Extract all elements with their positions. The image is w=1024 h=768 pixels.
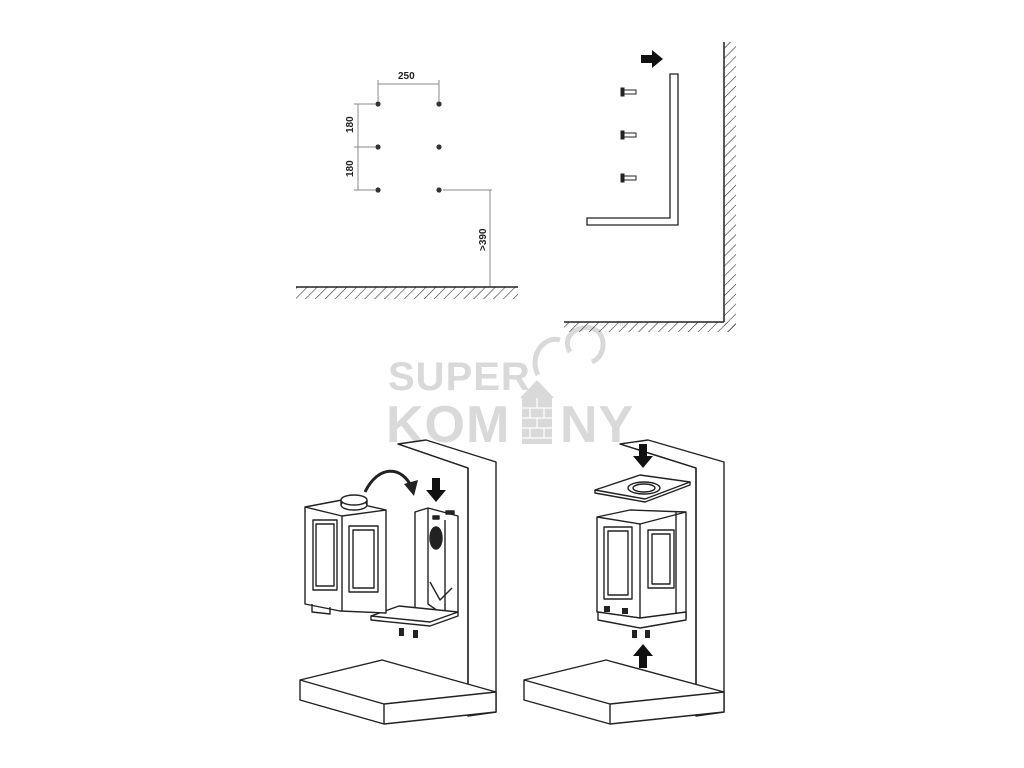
screw-icon bbox=[620, 87, 637, 97]
floor-hatch-right bbox=[564, 322, 736, 332]
screw-icon bbox=[620, 173, 637, 183]
dimension-lines bbox=[354, 80, 492, 286]
hole-top-right bbox=[436, 101, 442, 107]
floor-slab bbox=[299, 659, 497, 725]
wall-bracket-frame bbox=[414, 507, 459, 617]
hole-middle-right bbox=[436, 144, 442, 150]
hole-top-left bbox=[375, 101, 381, 107]
flue-opening bbox=[429, 526, 443, 550]
arrow-right-icon bbox=[641, 50, 663, 68]
mounting-holes bbox=[375, 101, 442, 193]
chimney-logo-bricks bbox=[522, 398, 552, 439]
dim-vertical-spacing-lower: 180 bbox=[345, 160, 356, 177]
hole-layout-diagram: 250 180 180 >390 bbox=[296, 71, 518, 299]
curved-arrow-icon bbox=[363, 469, 414, 493]
hole-bottom-left bbox=[375, 187, 381, 193]
wall-hatch bbox=[724, 42, 736, 332]
hole-bottom-right bbox=[436, 187, 442, 193]
install-step-hang-stove bbox=[299, 439, 497, 725]
l-bracket bbox=[586, 73, 679, 226]
screw-icon bbox=[620, 130, 637, 140]
bracket-shelf-mounted bbox=[597, 611, 687, 629]
arrow-down-icon bbox=[426, 478, 446, 502]
shelf-bolts bbox=[399, 628, 418, 638]
floor-hatch bbox=[296, 287, 518, 299]
watermark-line1: SUPER bbox=[388, 355, 531, 399]
dim-min-floor-height: >390 bbox=[478, 228, 489, 251]
hole-middle-left bbox=[375, 144, 381, 150]
watermark: SUPER KOM NY ® bbox=[386, 320, 633, 454]
arrow-up-icon bbox=[633, 644, 653, 668]
dim-horizontal-spacing: 250 bbox=[398, 71, 415, 82]
floor-slab-right bbox=[523, 659, 725, 725]
dim-vertical-spacing-upper: 180 bbox=[345, 116, 356, 133]
arrow-down-icon bbox=[633, 444, 653, 468]
bracket-side-view bbox=[564, 42, 736, 332]
wall-screws bbox=[620, 87, 637, 183]
install-step-mounted-stove bbox=[523, 439, 725, 725]
